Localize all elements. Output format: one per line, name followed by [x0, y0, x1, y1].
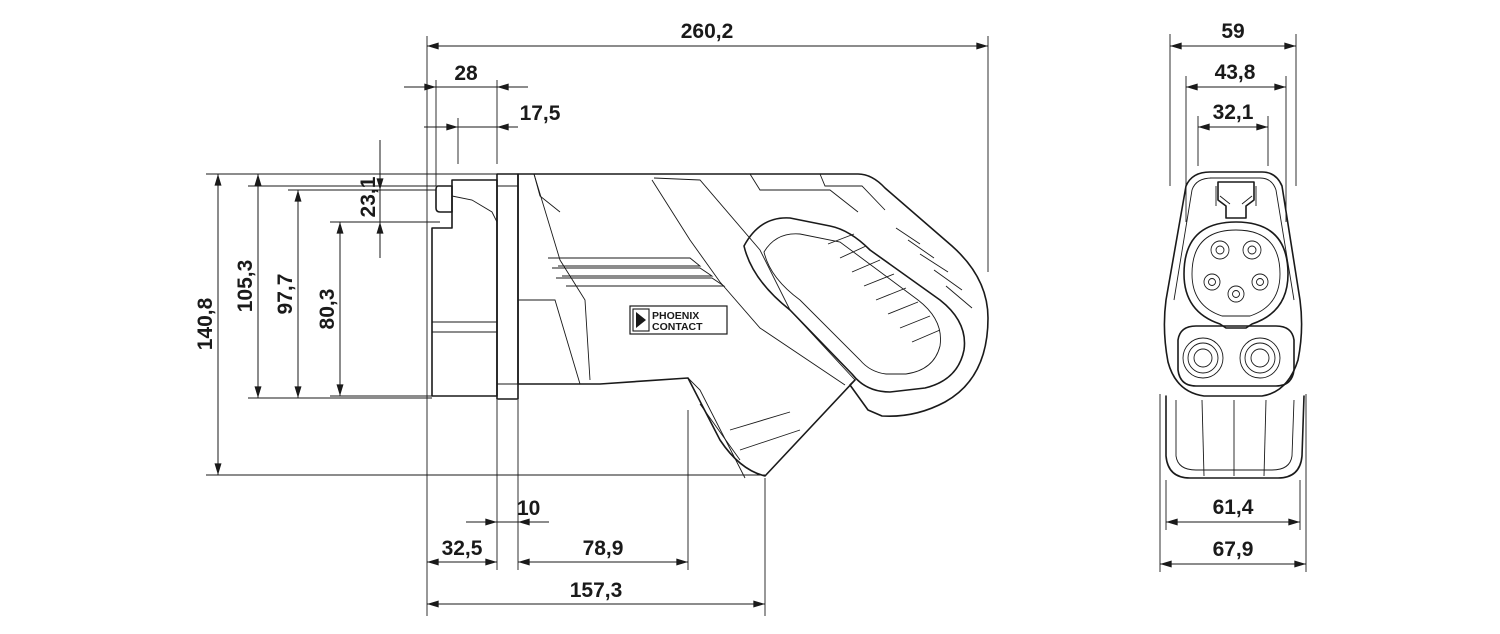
dim-78-9: 78,9 — [583, 537, 624, 560]
front-lower-body — [1165, 395, 1305, 479]
front-view — [1163, 171, 1305, 479]
front-latch — [1215, 181, 1257, 219]
front-housing-outline — [1163, 171, 1303, 397]
extension-lines-side — [206, 36, 989, 616]
dim-32-1: 32,1 — [1213, 101, 1254, 124]
dim-67-9: 67,9 — [1213, 538, 1254, 561]
dimension-labels-front: 59 43,8 32,1 61,4 67,9 — [1213, 20, 1256, 561]
dim-10: 10 — [517, 497, 540, 520]
dim-97-7: 97,7 — [274, 274, 297, 315]
dim-61-4: 61,4 — [1213, 496, 1254, 519]
ac-socket — [1183, 221, 1289, 329]
dim-43-8: 43,8 — [1215, 61, 1256, 84]
dimension-lines-front — [1159, 42, 1307, 568]
side-view: PHOENIX CONTACT — [431, 173, 989, 479]
dim-23-1: 23,1 — [357, 176, 380, 217]
stripe-decoration — [548, 257, 726, 287]
flange — [496, 173, 519, 400]
dim-105-3: 105,3 — [234, 260, 257, 313]
latch — [435, 185, 453, 213]
dim-140-8: 140,8 — [194, 297, 217, 350]
dimension-lines-side — [214, 42, 988, 608]
dim-157-3: 157,3 — [570, 579, 623, 602]
dim-32-5: 32,5 — [442, 537, 483, 560]
charger-body-outline — [517, 173, 989, 477]
dim-overall-length: 260,2 — [681, 20, 734, 43]
dim-28: 28 — [454, 62, 478, 85]
dim-80-3: 80,3 — [316, 289, 339, 330]
grip-ribs — [827, 227, 973, 343]
grip-opening — [743, 217, 966, 393]
dc-sockets — [1177, 325, 1295, 387]
dim-17-5: 17,5 — [520, 102, 561, 125]
extension-lines-front — [1159, 34, 1307, 572]
phoenix-contact-logo: PHOENIX CONTACT — [629, 305, 728, 335]
dimension-labels-side: 260,2 28 17,5 10 32,5 78,9 157,3 23,1 14… — [194, 20, 733, 602]
logo-line-1: PHOENIX — [652, 310, 699, 322]
logo-line-2: CONTACT — [652, 321, 703, 333]
dim-59: 59 — [1221, 20, 1244, 43]
